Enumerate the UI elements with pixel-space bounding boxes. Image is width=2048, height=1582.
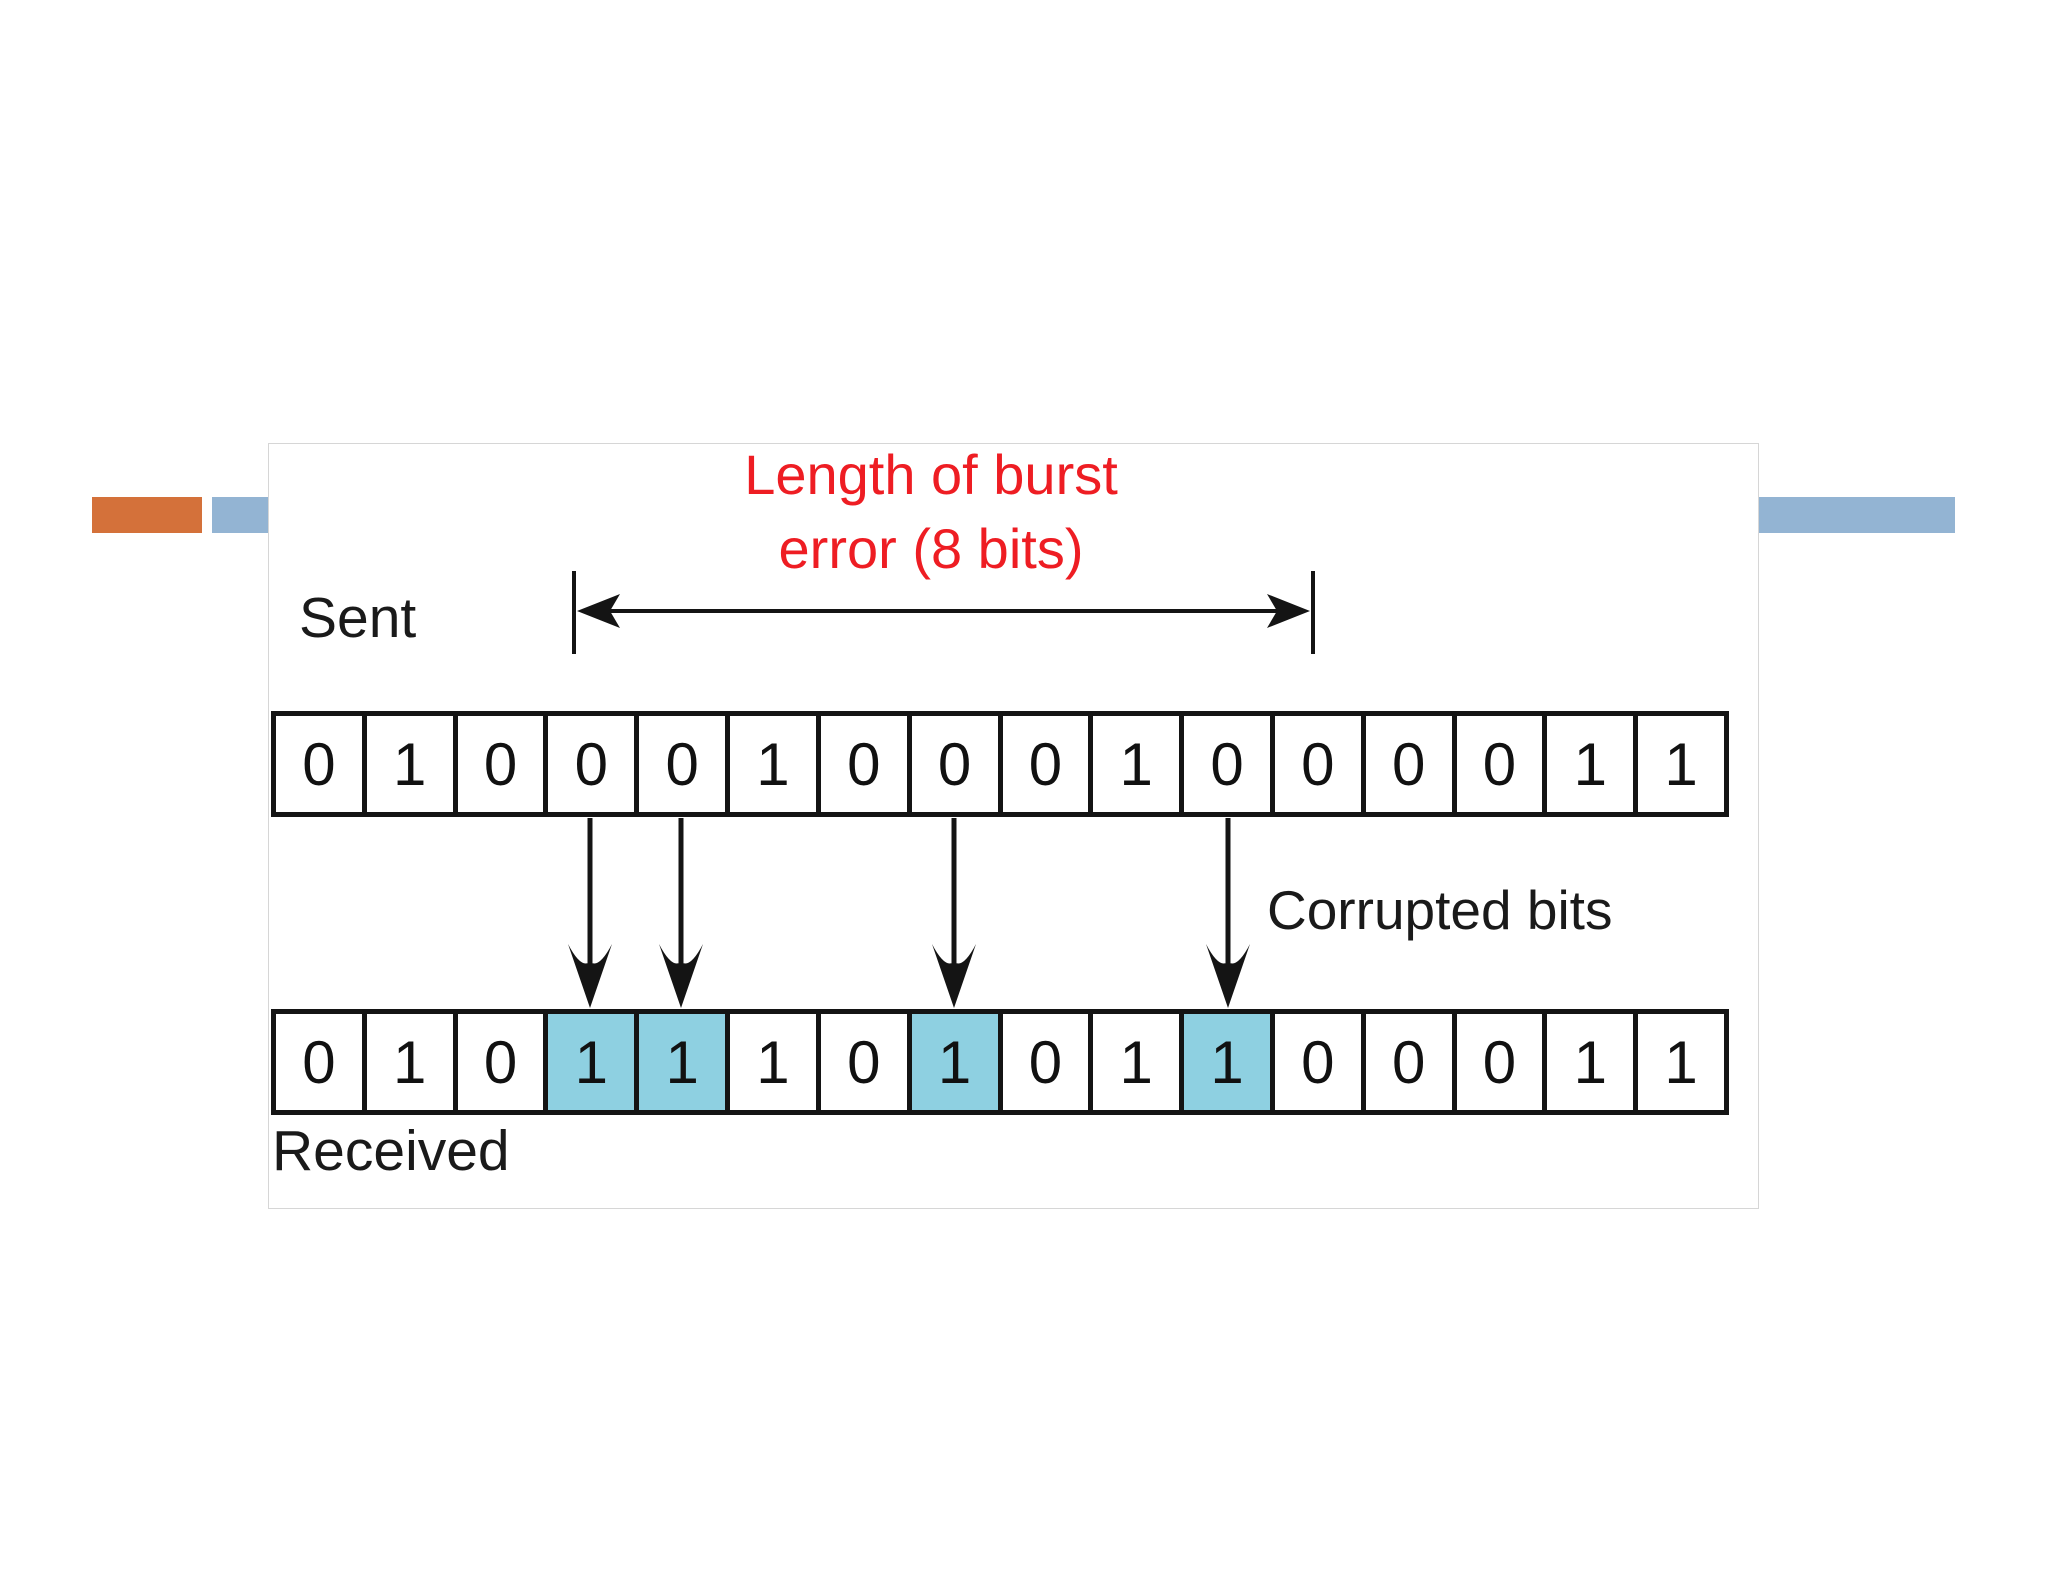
bit-cell: 0 <box>815 1014 907 1110</box>
bit-cell: 1 <box>361 716 453 812</box>
burst-span-right-tick <box>1311 571 1315 654</box>
bit-cell: 1 <box>1088 716 1180 812</box>
burst-span-line <box>582 609 1305 613</box>
bit-cell: 1 <box>634 1014 726 1110</box>
arrowhead-right-icon <box>1267 594 1310 628</box>
corruption-arrow-shaft <box>678 818 684 963</box>
corruption-arrow-icon <box>659 818 704 1008</box>
bit-cell: 1 <box>725 1014 816 1110</box>
bit-cell: 0 <box>1269 716 1361 812</box>
corruption-arrow-shaft <box>1225 818 1231 963</box>
bit-cell: 0 <box>1451 1014 1543 1110</box>
bit-cell: 0 <box>543 716 635 812</box>
bit-cell: 0 <box>1360 716 1452 812</box>
bit-cell: 1 <box>1088 1014 1180 1110</box>
bit-cell: 1 <box>1542 716 1634 812</box>
bit-cell: 0 <box>997 716 1089 812</box>
corruption-arrow-icon <box>567 818 612 1008</box>
burst-length-caption: Length of burst error (8 bits) <box>581 438 1281 587</box>
bit-cell: 0 <box>1179 716 1270 812</box>
received-label: Received <box>272 1119 510 1183</box>
burst-caption-line1: Length of burst <box>744 443 1118 506</box>
bit-cell: 1 <box>1633 1014 1724 1110</box>
corruption-arrowhead-icon <box>567 944 612 1008</box>
burst-span-arrow <box>572 571 1315 654</box>
bit-cell: 0 <box>906 716 998 812</box>
bit-cell: 0 <box>634 716 726 812</box>
bit-cell: 0 <box>1269 1014 1361 1110</box>
corruption-arrow-icon <box>932 818 977 1008</box>
bit-cell: 0 <box>1360 1014 1452 1110</box>
bit-cell: 1 <box>725 716 816 812</box>
accent-bar-blue-right <box>1759 497 1955 533</box>
bit-cell: 1 <box>1633 716 1724 812</box>
corruption-arrow-icon <box>1205 818 1250 1008</box>
corruption-arrowhead-icon <box>1205 944 1250 1008</box>
bit-cell: 1 <box>1179 1014 1270 1110</box>
bit-cell: 0 <box>276 716 362 812</box>
arrowhead-left-icon <box>577 594 620 628</box>
bit-cell: 1 <box>1542 1014 1634 1110</box>
corruption-arrowhead-icon <box>932 944 977 1008</box>
bit-cell: 1 <box>906 1014 998 1110</box>
bit-cell: 0 <box>815 716 907 812</box>
accent-bar-orange <box>92 497 202 533</box>
bit-cell: 1 <box>543 1014 635 1110</box>
sent-label: Sent <box>299 586 417 650</box>
corruption-arrowhead-icon <box>659 944 704 1008</box>
bit-cell: 0 <box>452 716 544 812</box>
corrupted-bits-label: Corrupted bits <box>1267 879 1613 941</box>
bit-cell: 0 <box>276 1014 362 1110</box>
bit-cell: 0 <box>452 1014 544 1110</box>
corruption-arrow-shaft <box>951 818 957 963</box>
bit-cell: 1 <box>361 1014 453 1110</box>
bit-cell: 0 <box>1451 716 1543 812</box>
corruption-arrow-shaft <box>587 818 593 963</box>
bit-cell: 0 <box>997 1014 1089 1110</box>
burst-caption-line2: error (8 bits) <box>778 517 1084 581</box>
burst-span-left-tick <box>572 571 576 654</box>
